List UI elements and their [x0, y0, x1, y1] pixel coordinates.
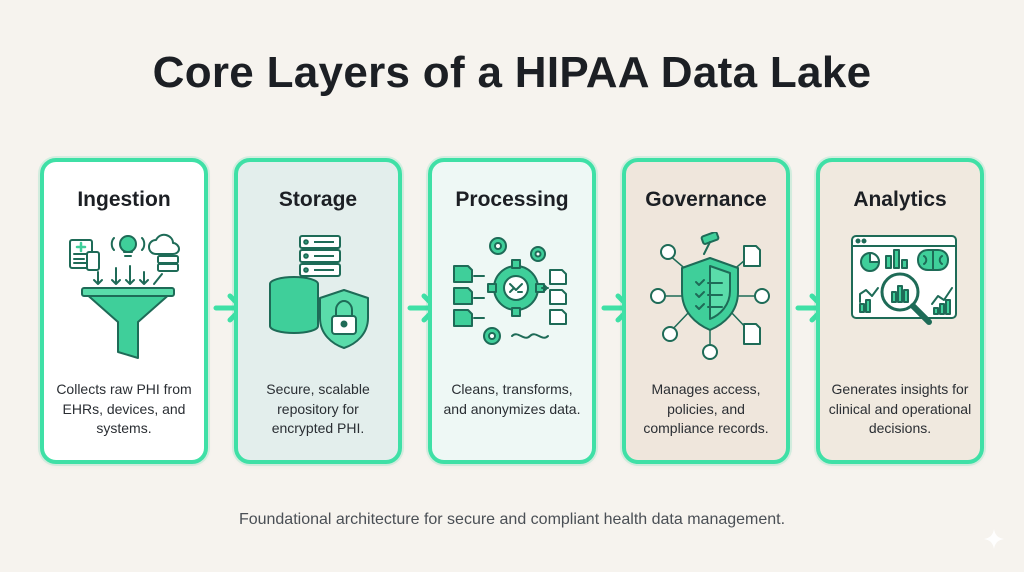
footer-caption: Foundational architecture for secure and… [238, 511, 786, 528]
layer-card-analytics: Analytics [816, 158, 984, 464]
gears-pipeline-icon [453, 237, 567, 345]
dashboard-magnifier-icon [851, 235, 957, 325]
layer-card-storage: Storage Secure, scalable repository for … [234, 158, 402, 464]
database-lock-icon [269, 235, 369, 349]
layer-description: Collects raw PHI from EHRs, devices, and… [56, 381, 192, 436]
layer-description: Manages access, policies, and compliance… [643, 381, 769, 436]
shield-gavel-icon [650, 232, 770, 360]
layer-description: Secure, scalable repository for encrypte… [266, 381, 370, 436]
page-title: Core Layers of a HIPAA Data Lake [152, 48, 872, 97]
layer-title: Governance [645, 188, 767, 211]
layer-card-ingestion: Ingestion Collects raw PHI [40, 158, 208, 464]
layer-description: Cleans, transforms, and anonymizes data. [443, 381, 581, 417]
layer-card-processing: Processing [428, 158, 596, 464]
layer-title: Ingestion [77, 188, 171, 211]
sparkle-icon [984, 529, 1004, 549]
layer-title: Processing [455, 188, 569, 211]
layer-card-governance: Governance Manages access, policies, and… [622, 158, 790, 464]
layer-title: Storage [278, 188, 358, 211]
layer-description: Generates insights for clinical and oper… [828, 381, 972, 436]
ingestion-funnel-icon [69, 233, 180, 359]
layer-title: Analytics [853, 188, 947, 211]
